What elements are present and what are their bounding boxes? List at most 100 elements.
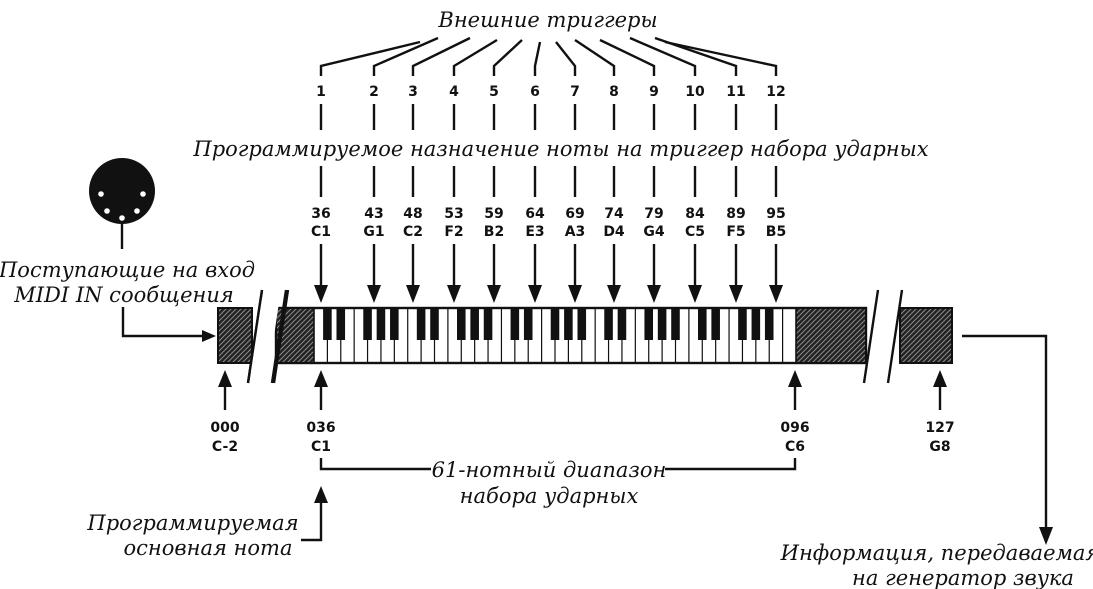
trigger-note-name: F2 <box>444 224 463 240</box>
marker-note: G8 <box>929 439 950 455</box>
trigger-note-number: 69 <box>565 206 584 222</box>
fan-line <box>574 39 616 76</box>
trigger-note-number: 89 <box>726 206 745 222</box>
trigger-note-name: F5 <box>726 224 745 240</box>
output-label-line1: Информация, передаваемая <box>780 541 1093 565</box>
black-key <box>644 309 654 340</box>
base-note-label-line1: Программируемая <box>86 511 298 535</box>
trigger-note-number: 53 <box>444 206 463 222</box>
trigger-note-number: 74 <box>604 206 624 222</box>
fan-line <box>654 36 738 76</box>
midi-in-label-line2: MIDI IN сообщения <box>13 283 234 307</box>
trigger-number: 8 <box>609 84 619 100</box>
trigger-arrow-head <box>688 285 702 303</box>
black-key <box>657 309 667 340</box>
range-label-line1: 61-нотный диапазон <box>432 458 667 482</box>
fan-line <box>599 38 656 76</box>
fan-line <box>452 38 498 76</box>
black-key <box>738 309 747 340</box>
trigger-arrow-head <box>607 285 621 303</box>
note-range-block-high <box>899 307 953 364</box>
trigger-arrow-head <box>367 285 381 303</box>
break-marks <box>246 289 904 384</box>
midi-connector-icon <box>89 158 155 249</box>
base-note-label-line2: основная нота <box>124 536 293 560</box>
trigger-arrow-head <box>729 285 743 303</box>
fan-line <box>411 36 471 76</box>
trigger-number: 10 <box>685 84 705 100</box>
marker-number: 036 <box>306 420 335 436</box>
black-key <box>711 309 720 340</box>
trigger-arrow-head <box>647 285 661 303</box>
black-key <box>416 309 426 340</box>
trigger-note-name: B2 <box>484 224 504 240</box>
fan-line <box>533 41 542 76</box>
black-key <box>751 309 761 340</box>
trigger-note-name: A3 <box>565 224 586 240</box>
trigger-number: 1 <box>316 84 326 100</box>
trigger-note-number: 95 <box>766 206 785 222</box>
output-label-line2: на генератор звука <box>852 566 1074 589</box>
trigger-arrow-head <box>487 285 501 303</box>
trigger-arrow-head <box>568 285 582 303</box>
trigger-note-name: E3 <box>525 224 544 240</box>
trigger-note-name: C1 <box>311 224 331 240</box>
midi-input-arrow <box>121 307 216 342</box>
keyboard-strip <box>274 306 868 365</box>
black-key <box>363 309 372 340</box>
base-note-arrow <box>301 486 328 542</box>
range-label-line2: набора ударных <box>460 484 639 508</box>
fan-line <box>372 36 439 76</box>
black-key <box>336 309 346 340</box>
marker-number: 096 <box>780 420 809 436</box>
marker-number: 127 <box>925 420 954 436</box>
trigger-number: 4 <box>449 84 459 100</box>
external-triggers-title: Внешние триггеры <box>437 8 657 32</box>
trigger-number: 12 <box>766 84 785 100</box>
trigger-number: 9 <box>649 84 659 100</box>
midi-in-label-line1: Поступающие на вход <box>0 258 255 282</box>
piano-keys <box>313 309 797 362</box>
trigger-number: 2 <box>369 84 379 100</box>
trigger-fan-lines <box>319 36 778 76</box>
marker-number: 000 <box>210 420 239 436</box>
trigger-note-number: 64 <box>525 206 545 222</box>
trigger-note-number: 59 <box>484 206 503 222</box>
trigger-arrow-head <box>528 285 542 303</box>
black-key <box>376 309 386 340</box>
black-key <box>697 309 707 340</box>
trigger-number: 11 <box>726 84 745 100</box>
black-key <box>604 309 613 340</box>
black-key <box>523 309 533 340</box>
black-key <box>510 309 520 340</box>
marker-arrow-head <box>788 370 802 387</box>
trigger-note-name: C5 <box>685 224 705 240</box>
black-key <box>390 309 399 340</box>
trigger-number: 5 <box>489 84 499 100</box>
trigger-arrow-head <box>447 285 461 303</box>
black-key <box>430 309 439 340</box>
trigger-note-number: 36 <box>311 206 330 222</box>
black-key <box>617 309 627 340</box>
black-key <box>671 309 680 340</box>
note-range-block-low <box>217 307 253 364</box>
trigger-note-name: C2 <box>403 224 423 240</box>
black-key <box>483 309 493 340</box>
sound-generator-output-arrow <box>962 334 1053 545</box>
marker-arrow-head <box>218 370 232 387</box>
marker-note: C6 <box>785 439 805 455</box>
trigger-note-name: G1 <box>363 224 384 240</box>
black-key <box>564 309 573 340</box>
trigger-note-columns: 36C143G148C253F259B264E369A374D479G484C5… <box>311 104 786 303</box>
black-key <box>470 309 479 340</box>
black-key <box>764 309 774 340</box>
marker-arrow-head <box>933 370 947 387</box>
trigger-note-number: 48 <box>403 206 422 222</box>
fan-line <box>492 39 523 76</box>
note-assignment-label: Программируемое назначение ноты на тригг… <box>192 137 928 161</box>
marker-note: C-2 <box>212 439 238 455</box>
marker-arrow-head <box>314 370 328 387</box>
black-key <box>323 309 332 340</box>
